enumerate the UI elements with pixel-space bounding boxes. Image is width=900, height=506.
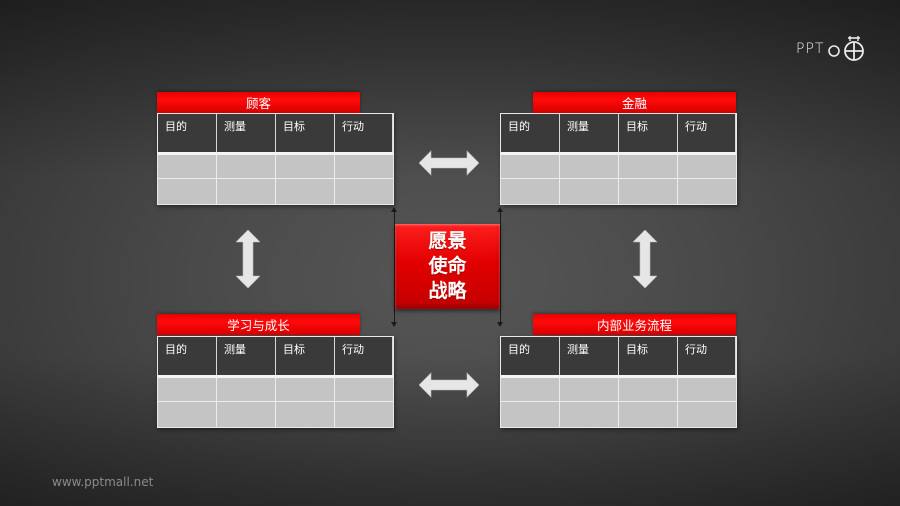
table-cell[interactable] [276, 401, 335, 427]
table-cell[interactable] [276, 375, 335, 401]
center-line-vision: 愿景 [428, 230, 467, 252]
table-cell[interactable] [335, 178, 393, 204]
table-cell[interactable] [560, 401, 619, 427]
column-header-target: 目标 [619, 114, 678, 152]
vision-mission-strategy-box: 愿景 使命 战略 [395, 224, 500, 309]
table-cell[interactable] [501, 401, 560, 427]
table-cell[interactable] [158, 375, 217, 401]
quadrant-title-finance: 金融 [533, 92, 736, 113]
logo-text: PPT [796, 41, 825, 57]
column-header-purpose: 目的 [158, 337, 217, 375]
table-cell[interactable] [276, 178, 335, 204]
footer-url: www.pptmall.net [52, 475, 154, 489]
table-cell[interactable] [335, 401, 393, 427]
table-cell[interactable] [678, 375, 736, 401]
double-arrow-horizontal-icon [419, 150, 479, 176]
table-cell[interactable] [335, 375, 393, 401]
table-cell[interactable] [619, 401, 678, 427]
table-cell[interactable] [501, 375, 560, 401]
table-customer: 目的 测量 目标 行动 [157, 113, 394, 205]
table-cell[interactable] [501, 152, 560, 178]
quadrant-title-internal-process: 内部业务流程 [533, 314, 736, 335]
column-header-target: 目标 [276, 114, 335, 152]
table-cell[interactable] [501, 178, 560, 204]
table-cell[interactable] [217, 375, 276, 401]
table-cell[interactable] [217, 401, 276, 427]
table-internal-process: 目的 测量 目标 行动 [500, 336, 737, 428]
table-cell[interactable] [158, 152, 217, 178]
column-header-purpose: 目的 [501, 337, 560, 375]
arrowhead-up-icon [391, 207, 397, 212]
table-cell[interactable] [217, 152, 276, 178]
table-cell[interactable] [276, 152, 335, 178]
double-arrow-horizontal-icon [419, 372, 479, 398]
table-finance: 目的 测量 目标 行动 [500, 113, 737, 205]
table-cell[interactable] [560, 152, 619, 178]
table-cell[interactable] [619, 178, 678, 204]
center-line-strategy: 战略 [428, 280, 467, 302]
table-cell[interactable] [619, 152, 678, 178]
logo: PPT [796, 34, 876, 64]
double-arrow-vertical-icon [236, 230, 260, 288]
arrowhead-down-icon [391, 322, 397, 327]
table-learning-growth: 目的 测量 目标 行动 [157, 336, 394, 428]
column-header-target: 目标 [619, 337, 678, 375]
column-header-purpose: 目的 [158, 114, 217, 152]
table-cell[interactable] [158, 401, 217, 427]
column-header-action: 行动 [678, 337, 736, 375]
quadrant-title-learning-growth: 学习与成长 [157, 314, 360, 335]
arrowhead-up-icon [497, 207, 503, 212]
connector-line-right [500, 210, 501, 325]
table-cell[interactable] [560, 375, 619, 401]
arrowhead-down-icon [497, 322, 503, 327]
column-header-measure: 测量 [217, 114, 276, 152]
quadrant-title-customer: 顾客 [157, 92, 360, 113]
table-cell[interactable] [217, 178, 276, 204]
double-arrow-vertical-icon [633, 230, 657, 288]
connector-line-left [394, 210, 395, 325]
ppt-mall-logo-icon [828, 36, 865, 61]
center-line-mission: 使命 [428, 255, 467, 277]
table-cell[interactable] [678, 401, 736, 427]
column-header-target: 目标 [276, 337, 335, 375]
column-header-measure: 测量 [560, 337, 619, 375]
table-cell[interactable] [335, 152, 393, 178]
column-header-action: 行动 [678, 114, 736, 152]
column-header-action: 行动 [335, 337, 393, 375]
column-header-measure: 测量 [560, 114, 619, 152]
table-cell[interactable] [678, 178, 736, 204]
table-cell[interactable] [560, 178, 619, 204]
table-cell[interactable] [619, 375, 678, 401]
table-cell[interactable] [158, 178, 217, 204]
column-header-action: 行动 [335, 114, 393, 152]
table-cell[interactable] [678, 152, 736, 178]
column-header-purpose: 目的 [501, 114, 560, 152]
column-header-measure: 测量 [217, 337, 276, 375]
